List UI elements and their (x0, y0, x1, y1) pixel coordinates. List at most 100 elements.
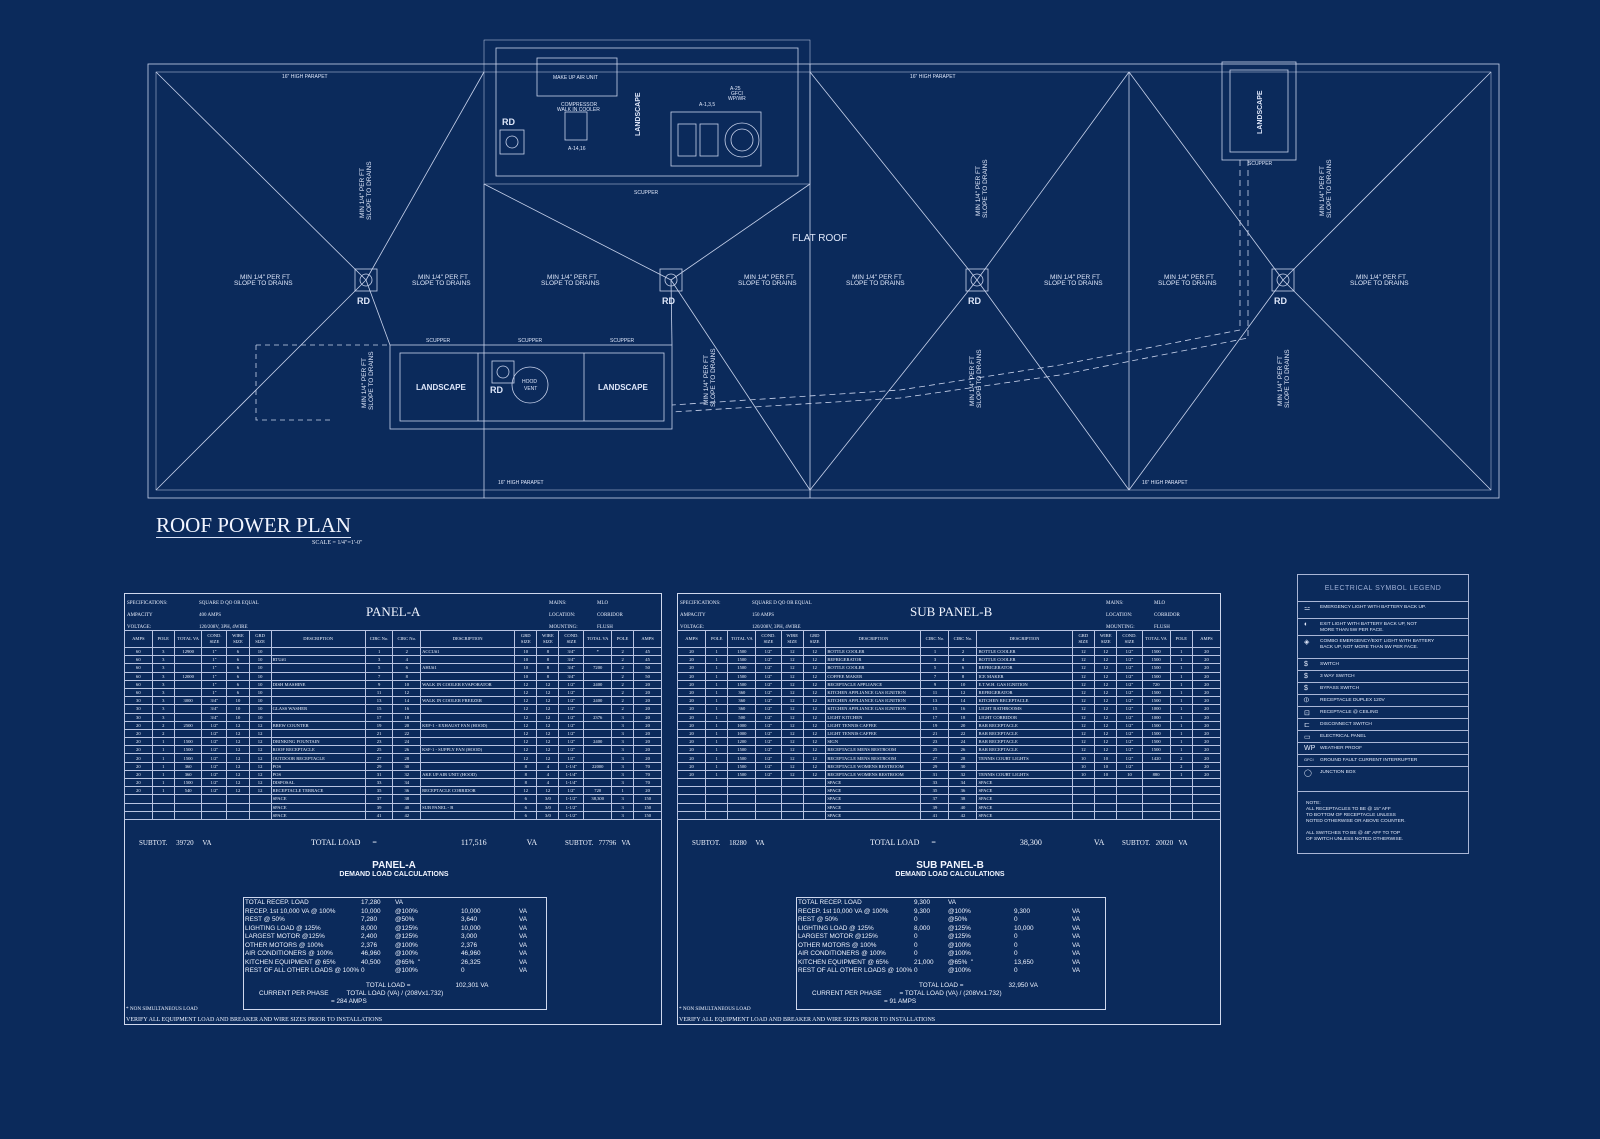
column-header: POLE (1169, 630, 1193, 648)
panel-a-demand-title: PANEL-A DEMAND LOAD CALCULATIONS (339, 860, 449, 878)
table-cell: 8 (536, 655, 560, 665)
legend-note: NOTE: ALL RECEPTACLES TO BE @ 15" AFF TO… (1306, 801, 1406, 842)
table-cell: 1/2" (1116, 761, 1143, 771)
column-header: DESCRIPTION (270, 630, 366, 648)
table-cell (248, 802, 272, 812)
table-cell: SPACE (825, 802, 922, 812)
table-cell: 3 (151, 712, 175, 722)
table-cell: 20 (124, 761, 153, 771)
table-cell (704, 802, 729, 812)
table-cell: 30 (124, 704, 153, 714)
table-cell: 1 (151, 777, 175, 788)
table-cell: 12 (802, 761, 827, 771)
table-cell: 10 (1071, 761, 1096, 771)
table-cell: 12 (1094, 646, 1118, 657)
demand-cell: REST OF ALL OTHER LOADS @ 100% (245, 967, 360, 974)
table-cell (1191, 810, 1222, 820)
demand-cell: @125% (948, 924, 971, 932)
table-cell: SIGN (825, 737, 922, 747)
panel-b-spec-right: MAINS:MLO LOCATION:CORRIDOR MOUNTING:FLU… (1106, 601, 1180, 630)
legend-item-label: BYPASS SWITCH (1320, 686, 1360, 691)
demand-cell: @125% (948, 933, 971, 940)
table-cell: 1 (704, 737, 729, 747)
table-cell: 13 (920, 696, 950, 706)
table-cell: KITCHEN APPLIANCE GAS IGNITION (825, 687, 922, 698)
table-cell (1094, 777, 1118, 788)
demand-cell: VA (519, 958, 528, 966)
table-cell: RECEPTACLE CORRIDOR (420, 786, 516, 796)
table-cell: 3 (920, 655, 950, 665)
table-cell: 12 (780, 646, 804, 657)
table-cell: 1500 (727, 646, 757, 657)
table-cell (1094, 802, 1118, 812)
column-header: TOTAL VA (1141, 630, 1171, 648)
column-header: POLE (611, 630, 635, 648)
demand-cell: LIGHTING LOAD @ 125% (245, 924, 321, 932)
table-cell: BOTTLE COOLER (976, 646, 1073, 657)
demand-cell: 3,000 (461, 933, 477, 940)
demand-cell: VA (519, 916, 528, 923)
table-cell: 1 (611, 786, 635, 796)
table-cell: 8 (514, 769, 538, 780)
table-cell: 33 (920, 777, 950, 788)
table-cell: 1 (1169, 728, 1193, 739)
table-cell: 360 (727, 704, 757, 714)
table-cell: 37 (364, 794, 394, 804)
table-cell: 3/4" (558, 646, 585, 657)
table-cell: 3 (611, 769, 635, 780)
demand-cell: 0 (914, 941, 918, 949)
legend-item-label: EXIT LIGHT WITH BATTERY BACK UP, NOT MOR… (1320, 622, 1418, 633)
table-cell: 10 (226, 704, 250, 714)
table-cell: 10 (248, 671, 272, 681)
demand-cell: 0 (1014, 916, 1018, 923)
table-cell: 1/2" (755, 671, 782, 681)
table-cell: 8 (514, 777, 538, 788)
table-cell: 12 (780, 753, 804, 763)
landscape-label: LANDSCAPE (598, 383, 648, 392)
table-cell: 2400 (583, 679, 613, 689)
table-cell: 60 (124, 671, 153, 681)
table-cell: 31 (920, 769, 950, 780)
column-header: AMPS (1191, 630, 1222, 648)
table-cell: 10 (514, 646, 538, 657)
table-cell: 1500 (1141, 655, 1171, 665)
table-cell: 38,300 (583, 794, 613, 804)
table-cell (420, 712, 516, 722)
table-cell: 10 (248, 712, 272, 722)
table-cell: 1/2" (558, 737, 585, 747)
table-cell: 4 (392, 655, 422, 665)
table-cell: BOTTLE COOLER (825, 663, 922, 673)
table-cell (704, 777, 729, 788)
table-cell: 12 (514, 696, 538, 706)
table-cell (727, 794, 757, 804)
column-header: AMPS (124, 630, 153, 648)
table-cell: 3 (364, 655, 394, 665)
table-cell: KEF-1 - EXHAUST FAN (HOOD) (420, 720, 516, 730)
table-cell: 20 (677, 663, 706, 673)
table-cell: 12 (1094, 745, 1118, 755)
column-header: CIRC No. (920, 630, 950, 648)
table-cell: 12 (226, 728, 250, 739)
table-cell: 12000 (173, 671, 203, 681)
table-cell (1141, 802, 1171, 812)
table-cell: 12 (248, 737, 272, 747)
gfci-icon: GFCI (1304, 757, 1314, 762)
column-header: TOTAL VA (583, 630, 613, 648)
table-cell (1191, 802, 1222, 812)
table-cell: 12 (780, 704, 804, 714)
table-cell (420, 737, 516, 747)
table-cell: 12 (1094, 687, 1118, 698)
table-cell (780, 802, 804, 812)
demand-cell: 13,650 (1014, 958, 1034, 966)
legend-item: ◈COMBO EMERGENCY/EXIT LIGHT WITH BATTERY… (1298, 635, 1468, 659)
svg-text:SLOPE TO DRAINS: SLOPE TO DRAINS (366, 161, 373, 220)
table-cell: 3 (611, 794, 635, 804)
table-cell: 1 (704, 655, 729, 665)
demand-cell: 17,280 (361, 899, 381, 906)
table-cell (802, 786, 827, 796)
panel-b-note-2: VERIFY ALL EQUIPMENT LOAD AND BREAKER AN… (679, 1017, 936, 1023)
svg-text:MIN 1/4" PER FT: MIN 1/4" PER FT (1164, 274, 1214, 281)
